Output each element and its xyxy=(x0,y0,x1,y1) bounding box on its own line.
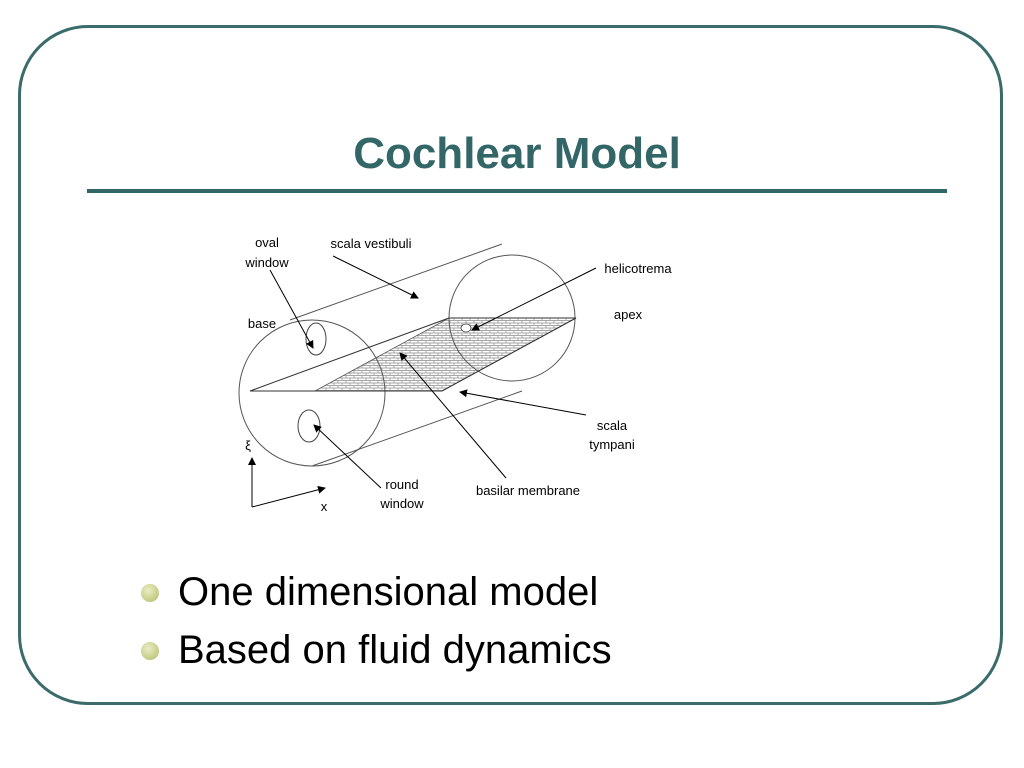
bullet-list: One dimensional model Based on fluid dyn… xyxy=(140,566,612,682)
bullet-dot-icon xyxy=(141,584,159,602)
arrow-round-window xyxy=(313,424,382,489)
bullet-text: One dimensional model xyxy=(178,570,599,614)
arrow-scala-tympani xyxy=(459,389,587,416)
title-underline xyxy=(87,189,947,193)
cylinder-bottom-edge xyxy=(311,390,523,467)
cylinder-top-edge xyxy=(289,243,503,321)
label-basilar-membrane: basilar membrane xyxy=(476,483,580,498)
arrow-basilar-membrane xyxy=(399,352,507,479)
basilar-membrane-plate xyxy=(314,317,577,392)
label-helicotrema: helicotrema xyxy=(604,261,672,276)
label-scala-tympani-2: tympani xyxy=(589,437,635,452)
list-item: One dimensional model xyxy=(140,566,612,624)
x-axis xyxy=(251,485,326,508)
label-oval-window-2: window xyxy=(244,255,289,270)
helicotrema-hole xyxy=(460,323,472,333)
partition-diagonal-edge xyxy=(249,317,450,392)
label-scala-tympani-1: scala xyxy=(597,418,628,433)
label-round-window-2: window xyxy=(379,496,424,511)
arrow-scala-vestibuli xyxy=(332,255,419,299)
list-item: Based on fluid dynamics xyxy=(140,624,612,682)
label-base: base xyxy=(248,316,276,331)
label-x: x xyxy=(321,499,328,514)
label-xi: ξ xyxy=(245,438,251,453)
label-apex: apex xyxy=(614,307,643,322)
partition-far-diagonal xyxy=(441,317,577,392)
arrow-oval-window xyxy=(269,269,314,349)
slide-frame xyxy=(18,25,1003,705)
arrow-helicotrema xyxy=(471,267,597,331)
label-scala-vestibuli: scala vestibuli xyxy=(331,236,412,251)
bullet-dot-icon xyxy=(141,642,159,660)
bullet-text: Based on fluid dynamics xyxy=(178,628,612,672)
label-oval-window-1: oval xyxy=(255,235,279,250)
oval-window xyxy=(305,322,327,356)
round-window xyxy=(297,409,321,443)
slide-title: Cochlear Model xyxy=(353,129,681,178)
label-round-window-1: round xyxy=(385,477,418,492)
